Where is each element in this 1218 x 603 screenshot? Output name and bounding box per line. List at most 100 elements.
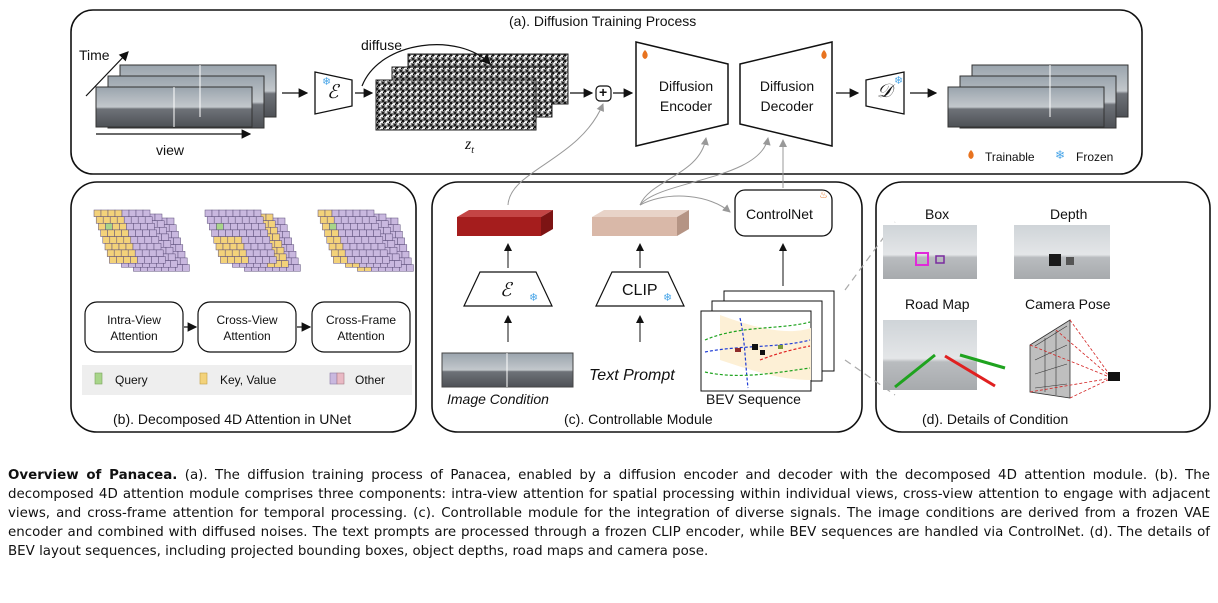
time-label: Time xyxy=(79,47,110,63)
attention-grid-cell xyxy=(155,249,164,257)
attention-grid-cell xyxy=(371,223,379,231)
attention-grid-layer xyxy=(317,209,390,264)
attention-grid-cell xyxy=(211,209,220,217)
attention-grid-cell xyxy=(222,243,231,251)
attention-grid-cell xyxy=(123,216,132,224)
attention-grid-cell xyxy=(119,223,127,231)
attention-grid-cell xyxy=(135,209,144,217)
attention-grid-cell xyxy=(116,256,124,264)
attention-grid-cell xyxy=(366,229,374,237)
depth-label: Depth xyxy=(1050,206,1088,222)
attention-grid-cell xyxy=(112,223,120,231)
attention-grid-cell xyxy=(234,256,242,264)
attention-grid-cell xyxy=(282,231,290,239)
attention-grid-cell xyxy=(134,249,143,257)
attention-grid-cell xyxy=(217,249,226,257)
attention-grid-cell xyxy=(144,236,153,244)
noise-symbol: zt xyxy=(465,136,475,157)
training-title: (a). Diffusion Training Process xyxy=(509,13,697,29)
controllable-panel-title: (c). Controllable Module xyxy=(564,411,713,427)
attention-grid-cell xyxy=(378,213,387,221)
attention-grid-cell xyxy=(351,249,360,257)
attention-panel xyxy=(70,181,417,433)
query-swatch xyxy=(94,372,103,385)
attention-grid-cell xyxy=(104,243,113,251)
attention-grid-cell xyxy=(251,223,259,231)
attention-grid-cell xyxy=(102,216,111,224)
attention-grid-cell xyxy=(224,249,233,257)
bev-sequence-label: BEV Sequence xyxy=(706,391,801,407)
attention-grid-cell xyxy=(354,236,363,244)
attention-grid-cell xyxy=(340,256,348,264)
attention-grid-cell xyxy=(347,216,356,224)
attention-grid-cell xyxy=(232,229,240,237)
attention-panel-title: (b). Decomposed 4D Attention in UNet xyxy=(113,411,352,427)
diffuse-label: diffuse xyxy=(361,37,402,53)
attention-grid-cell xyxy=(128,209,137,217)
controlnet-box xyxy=(734,189,833,237)
attention-grid-cell xyxy=(113,249,122,257)
attention-grid-cell xyxy=(380,220,389,228)
attention-grid-cell xyxy=(270,227,278,235)
attention-grid-cell xyxy=(111,243,120,251)
attention-grid-cell xyxy=(265,213,274,221)
image-encoder-symbol: ℰ xyxy=(500,280,512,301)
attention-grid-cell xyxy=(356,243,365,251)
attention-grid-cell xyxy=(257,243,266,251)
attention-grid-cell xyxy=(350,223,358,231)
attention-grid-cell xyxy=(385,233,393,241)
other-swatch-2 xyxy=(336,372,345,385)
attention-grid-cell xyxy=(120,249,129,257)
text-feature-block xyxy=(592,210,689,236)
attention-grid-cell xyxy=(142,229,150,237)
attention-grid-cell xyxy=(234,216,243,224)
attention-grid-cell xyxy=(147,223,155,231)
attention-grid-cell xyxy=(344,249,353,257)
attention-grid-cell xyxy=(403,257,412,265)
attention-grid-cell xyxy=(245,249,254,257)
attention-grid-cell xyxy=(361,236,370,244)
view-label: view xyxy=(156,142,185,158)
attention-grid-cell xyxy=(259,249,268,257)
camera-pose-picture xyxy=(1029,319,1120,399)
attention-grid-cell xyxy=(105,223,113,231)
attention-grid-cell xyxy=(231,249,240,257)
attention-grid-cell xyxy=(322,223,330,231)
attention-grid-cell xyxy=(100,229,108,237)
attention-grid-cell xyxy=(142,209,151,217)
attention-grid-cell xyxy=(139,243,148,251)
attention-grid-cell xyxy=(345,209,354,217)
input-camera-frames xyxy=(95,64,277,129)
attention-grid-cell xyxy=(98,223,106,231)
attention-grid-cell xyxy=(333,216,342,224)
key-value-swatch xyxy=(199,372,208,385)
image-encoder-shape xyxy=(463,271,553,307)
attention-grid-cell xyxy=(148,249,157,257)
attention-grid-cell xyxy=(137,236,146,244)
clip-label: CLIP xyxy=(622,282,658,299)
attention-grid-cell xyxy=(243,243,252,251)
attention-grid-cell xyxy=(401,251,410,259)
output-camera-frames xyxy=(947,64,1129,129)
box-label: Box xyxy=(925,206,950,222)
snowflake-icon: ❄ xyxy=(1055,148,1066,162)
attention-grid-cell xyxy=(133,223,141,231)
attention-grid-cell xyxy=(278,253,287,261)
attention-grid-cell xyxy=(246,209,255,217)
attention-grid-cell xyxy=(114,229,122,237)
diffusion-decoder-shape xyxy=(739,41,833,147)
attention-grid-cell xyxy=(140,223,148,231)
attention-grid-cell xyxy=(234,236,243,244)
attention-grid-cell xyxy=(241,236,250,244)
vae-encoder-symbol: ℰ xyxy=(327,82,339,103)
attention-grid-cell xyxy=(168,224,177,232)
plus-symbol: + xyxy=(599,84,608,100)
attention-grid-cell xyxy=(166,217,175,225)
attention-grid-cell xyxy=(352,209,361,217)
snowflake-icon: ❄ xyxy=(322,76,332,88)
attention-blocks xyxy=(84,301,411,353)
attention-grid-cell xyxy=(335,243,344,251)
diagram-graphics xyxy=(70,9,1211,433)
